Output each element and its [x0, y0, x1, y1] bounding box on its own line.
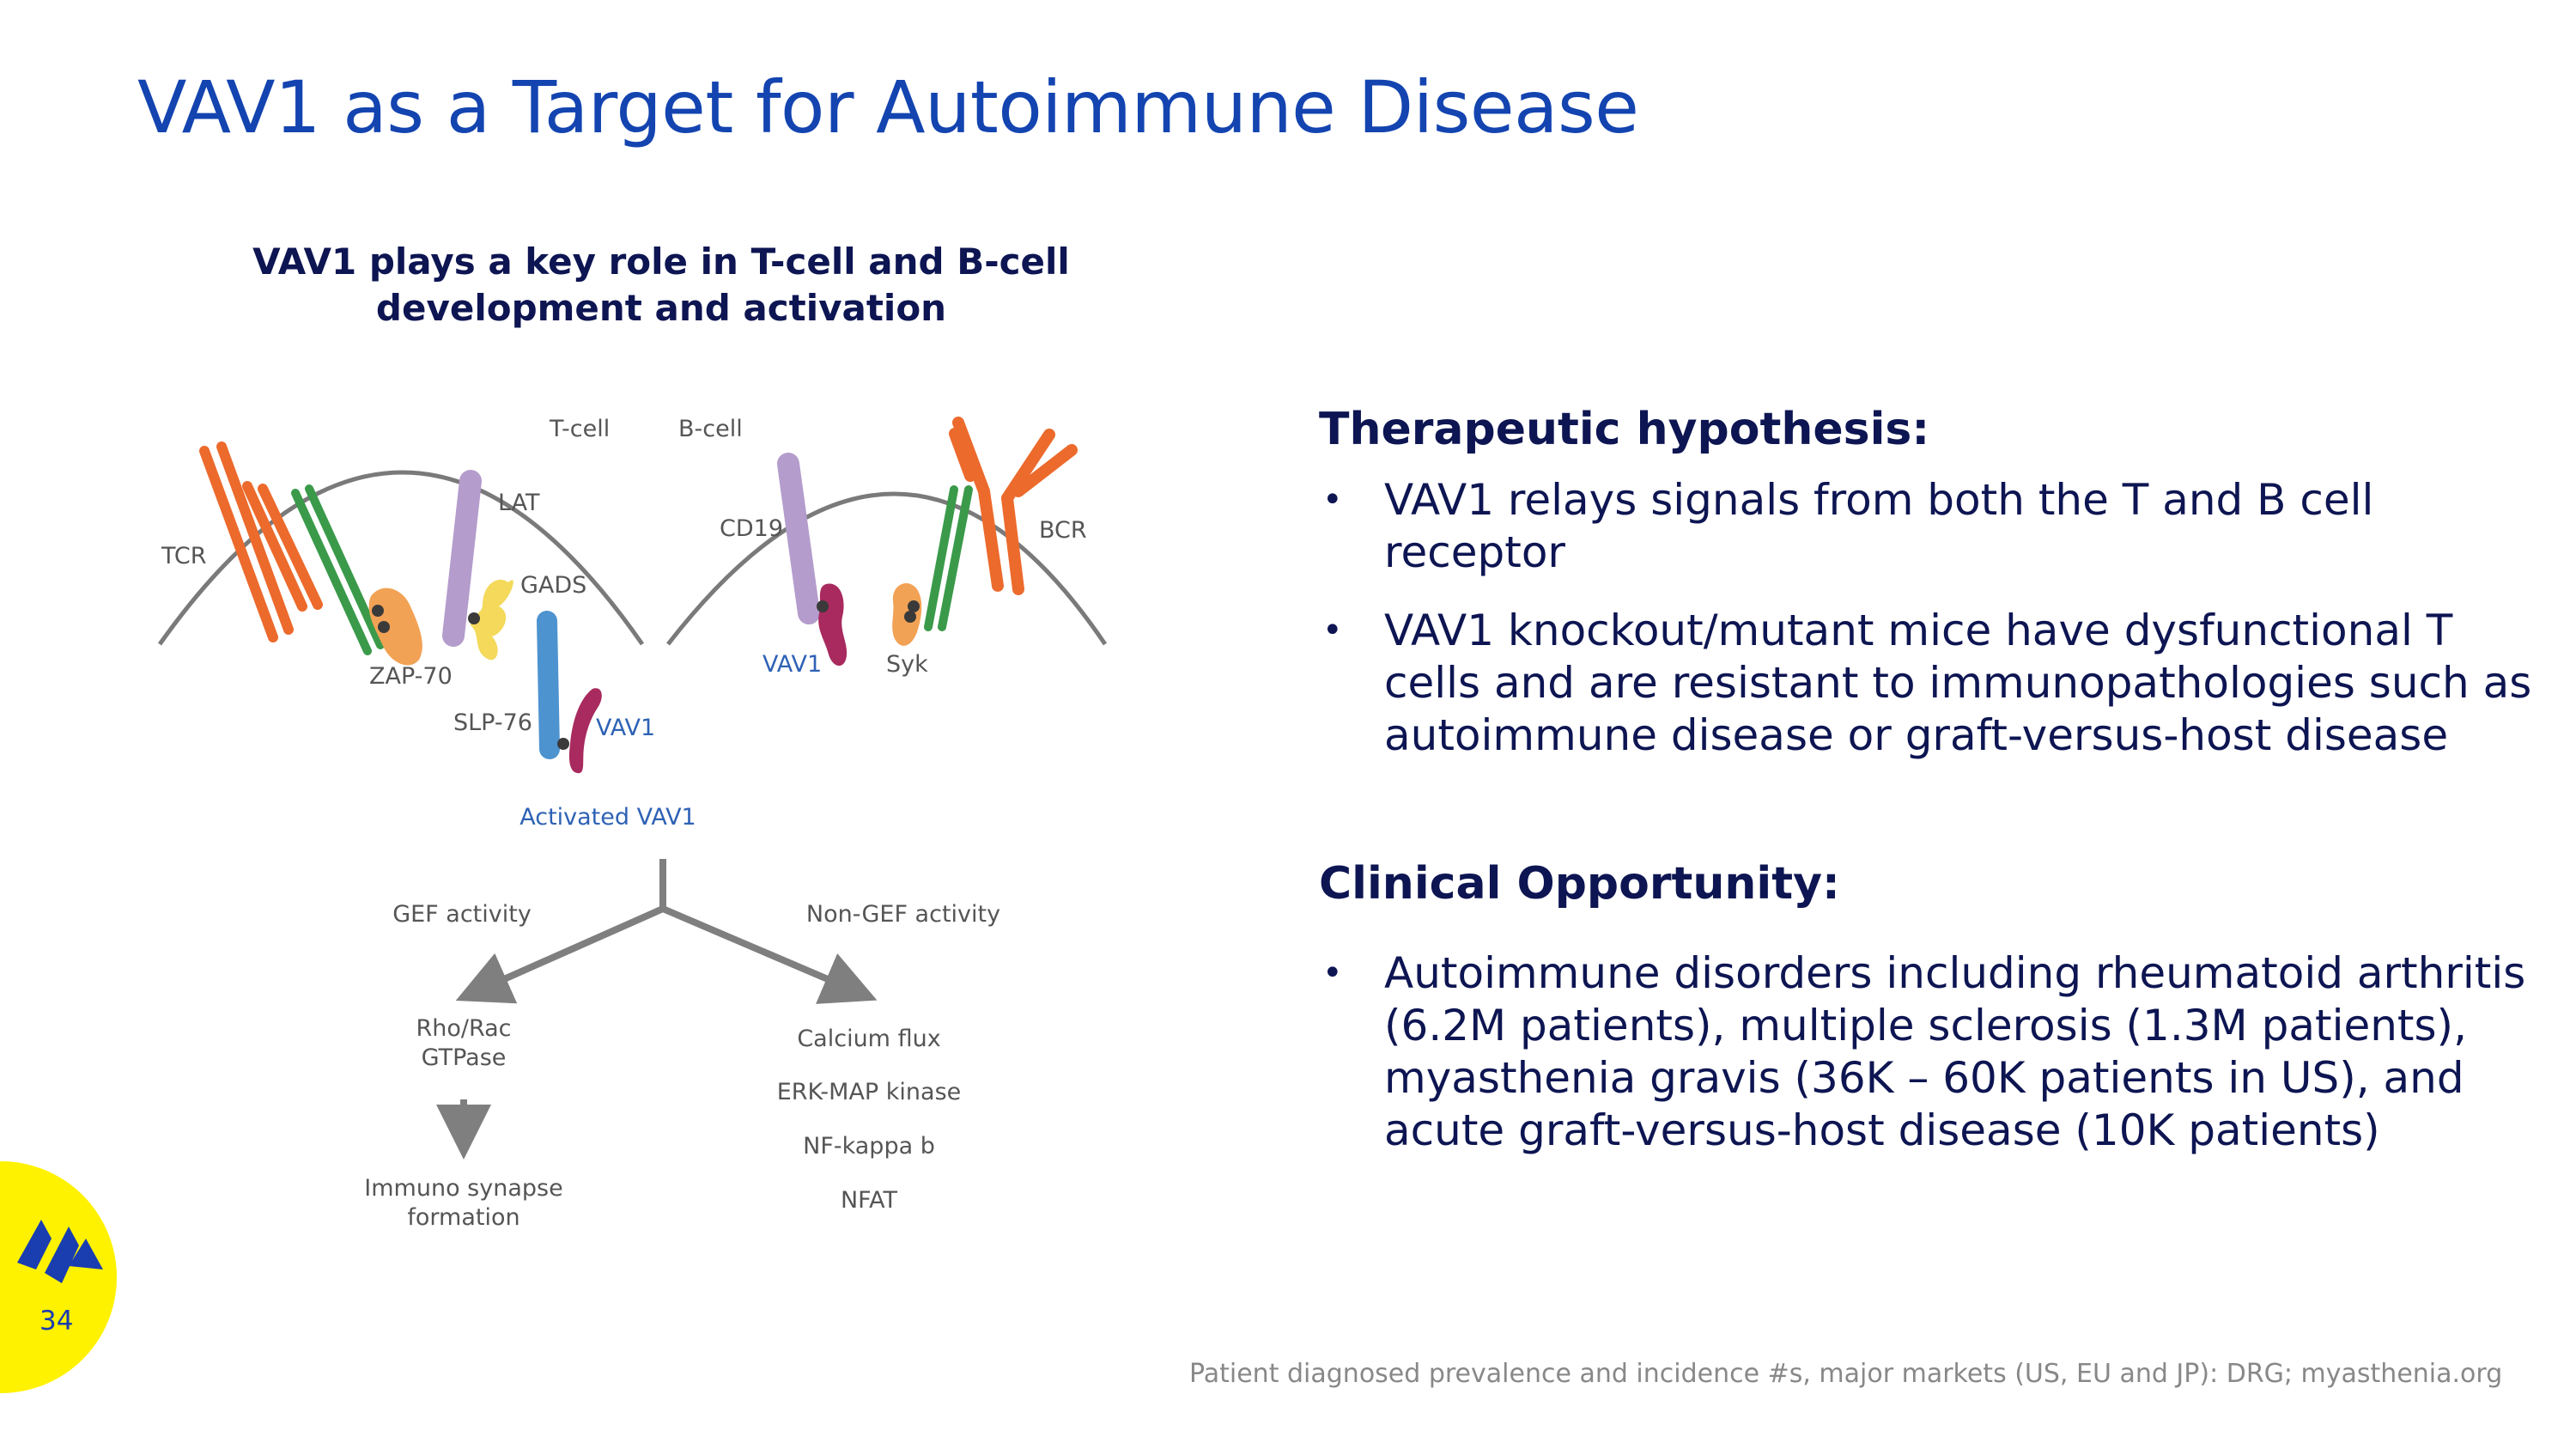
footnote: Patient diagnosed prevalence and inciden…	[1189, 1359, 2503, 1389]
slp76-protein	[537, 611, 560, 759]
slp76-phospho	[557, 738, 569, 750]
rho-rac-label-1: Rho/Rac	[416, 1015, 511, 1042]
lat-protein	[442, 470, 482, 647]
therapeutic-heading: Therapeutic hypothesis:	[1319, 404, 1930, 455]
syk-label: Syk	[886, 651, 928, 678]
zap70-phospho-1	[372, 605, 384, 617]
bullet-text: Autoimmune disorders including rheumatoi…	[1384, 948, 2526, 1155]
clinical-heading: Clinical Opportunity:	[1319, 858, 1840, 910]
slp76-label: SLP-76	[453, 709, 532, 736]
vav1-b-label: VAV1	[762, 651, 822, 678]
vav1-t-protein	[568, 688, 602, 774]
bcr-green-chains	[924, 485, 973, 631]
bullet-text: VAV1 relays signals from both the T and …	[1384, 475, 2374, 577]
bcr-label: BCR	[1039, 517, 1087, 544]
b-cell-label: B-cell	[678, 416, 743, 442]
nfat-label: NFAT	[841, 1187, 898, 1214]
slide-title: VAV1 as a Target for Autoimmune Disease	[137, 65, 1639, 149]
company-logo-icon	[17, 1220, 103, 1283]
bcr-receptor	[949, 417, 1078, 595]
text-panel: Therapeutic hypothesis: • VAV1 relays si…	[1319, 404, 2538, 1183]
zap70-label: ZAP-70	[369, 663, 453, 690]
signaling-diagram: T-cell TCR LAT GADS ZAP-70 SLP-76 VAV1 B…	[157, 416, 1108, 1231]
tcr-green-chains	[291, 484, 385, 655]
b-cell-membrane	[666, 491, 1108, 646]
cd19-label: CD19	[720, 515, 783, 542]
erk-map-label: ERK-MAP kinase	[777, 1079, 962, 1105]
bullet-icon: •	[1322, 480, 1343, 520]
cd19-protein	[777, 453, 820, 624]
zap70-protein	[368, 588, 422, 666]
bullet-icon: •	[1322, 953, 1343, 993]
zap70-phospho-2	[378, 621, 390, 633]
lat-label: LAT	[498, 490, 540, 516]
bullet-icon: •	[1322, 611, 1343, 650]
non-gef-activity-label: Non-GEF activity	[806, 901, 1000, 928]
vav1-t-label: VAV1	[596, 715, 655, 741]
gef-activity-label: GEF activity	[392, 901, 532, 928]
calcium-flux-label: Calcium flux	[797, 1026, 940, 1052]
t-cell-label: T-cell	[549, 416, 610, 442]
lat-phospho	[468, 612, 480, 624]
activated-vav1-label: Activated VAV1	[519, 804, 696, 831]
therapeutic-bullet-1: • VAV1 relays signals from both the T an…	[1319, 474, 2538, 579]
t-cell-membrane	[157, 470, 645, 646]
gads-label: GADS	[520, 572, 586, 599]
tcr-receptor	[199, 441, 323, 642]
diagram-heading-line1: VAV1 plays a key role in T-cell and B-ce…	[252, 240, 1070, 283]
tcr-label: TCR	[161, 543, 207, 569]
diagram-heading-line2: development and activation	[375, 286, 947, 329]
diagram-heading: VAV1 plays a key role in T-cell and B-ce…	[155, 239, 1168, 332]
bullet-text: VAV1 knockout/mutant mice have dysfuncti…	[1384, 606, 2532, 760]
nf-kappa-label: NF-kappa b	[803, 1133, 935, 1160]
vav1-b-protein	[818, 583, 848, 667]
immuno-synapse-label-1: Immuno synapse	[364, 1175, 562, 1202]
gads-protein	[471, 579, 513, 661]
clinical-bullet-1: • Autoimmune disorders including rheumat…	[1319, 947, 2538, 1157]
syk-phospho-2	[904, 611, 916, 623]
syk-phospho-1	[908, 600, 920, 612]
gef-arrow	[455, 905, 665, 1004]
therapeutic-bullet-2: • VAV1 knockout/mutant mice have dysfunc…	[1319, 605, 2538, 762]
cd19-phospho	[817, 600, 829, 612]
immuno-synapse-label-2: formation	[407, 1204, 519, 1231]
non-gef-arrow	[661, 905, 878, 1004]
page-number: 34	[39, 1306, 74, 1336]
rho-rac-label-2: GTPase	[422, 1044, 507, 1071]
